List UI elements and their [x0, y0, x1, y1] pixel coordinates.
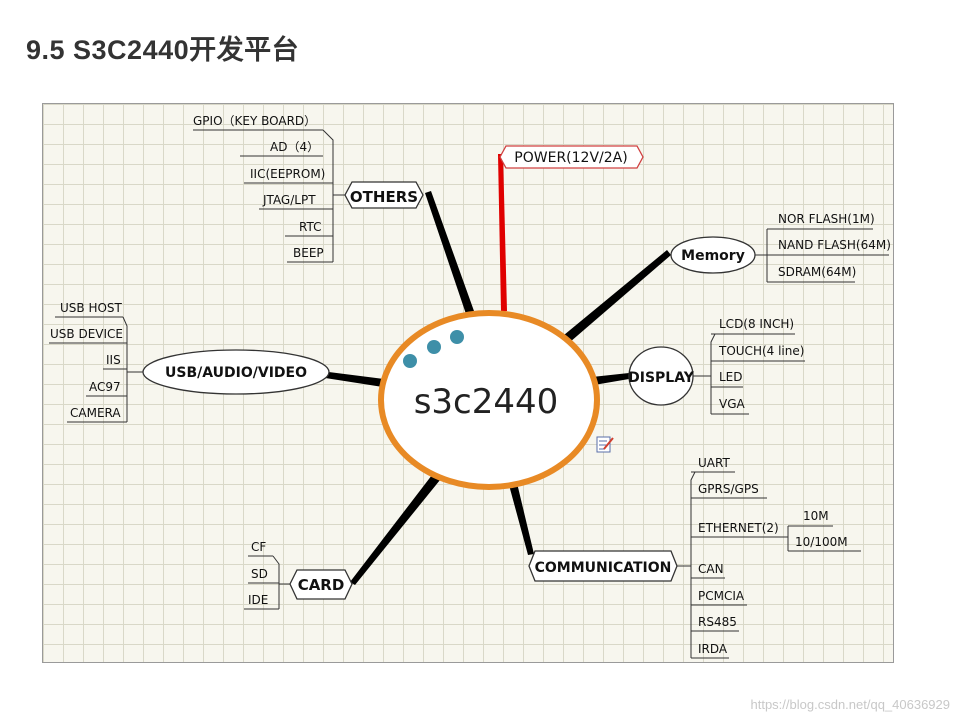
others-item: JTAG/LPT: [262, 193, 316, 207]
card-item: CF: [251, 540, 266, 554]
card-node[interactable]: CARD: [289, 569, 353, 600]
memory-item: NAND FLASH(64M): [778, 238, 891, 252]
power-node[interactable]: POWER(12V/2A): [499, 145, 644, 169]
others-node[interactable]: OTHERS: [344, 181, 424, 209]
others-item: RTC: [299, 220, 321, 234]
usb-item: USB DEVICE: [50, 327, 123, 341]
card-item: SD: [251, 567, 268, 581]
usb-leaves: [49, 316, 143, 423]
communication-item: UART: [698, 456, 730, 470]
others-label: OTHERS: [350, 188, 418, 206]
others-item: BEEP: [293, 246, 324, 260]
communication-leaves: [677, 471, 861, 659]
display-item: VGA: [719, 397, 746, 411]
mind-map: s3c2440 POWER(12V/2A) OTHERS GPIO（KEY BO…: [42, 103, 894, 663]
communication-item: RS485: [698, 615, 737, 629]
display-label: DISPLAY: [628, 370, 695, 386]
usb-item: CAMERA: [70, 406, 121, 420]
card-item: IDE: [248, 593, 268, 607]
others-item: GPIO（KEY BOARD）: [193, 114, 316, 128]
memory-item: SDRAM(64M): [778, 265, 856, 279]
branch-memory: [564, 250, 671, 342]
branch-display: [592, 373, 629, 385]
center-node[interactable]: [378, 310, 600, 490]
communication-item: IRDA: [698, 642, 728, 656]
usb-item: USB HOST: [60, 301, 123, 315]
display-item: LCD(8 INCH): [719, 317, 794, 331]
display-item: TOUCH(4 line): [718, 344, 804, 358]
display-node[interactable]: DISPLAY: [628, 346, 695, 406]
center-dot-icon: [427, 340, 441, 354]
communication-item: ETHERNET(2): [698, 521, 779, 535]
display-item: LED: [719, 370, 743, 384]
usb-label: USB/AUDIO/VIDEO: [165, 365, 307, 381]
center-dot-icon: [450, 330, 464, 344]
others-leaves: [193, 129, 345, 263]
branch-card: [350, 475, 440, 585]
others-item: AD（4）: [270, 140, 319, 154]
usb-node[interactable]: USB/AUDIO/VIDEO: [142, 349, 330, 395]
display-leaves: [693, 333, 805, 415]
communication-item: GPRS/GPS: [698, 482, 759, 496]
memory-label: Memory: [681, 248, 745, 264]
page-title: 9.5 S3C2440开发平台: [26, 35, 300, 65]
ethernet-sub-item: 10/100M: [795, 535, 848, 549]
power-label: POWER(12V/2A): [514, 150, 627, 166]
communication-node[interactable]: COMMUNICATION: [528, 550, 678, 582]
branch-others: [425, 191, 474, 314]
usb-item: AC97: [89, 380, 121, 394]
memory-item: NOR FLASH(1M): [778, 212, 875, 226]
card-label: CARD: [298, 576, 345, 594]
communication-label: COMMUNICATION: [535, 560, 672, 576]
mind-map-canvas: s3c2440 POWER(12V/2A) OTHERS GPIO（KEY BO…: [49, 114, 891, 659]
others-item: IIC(EEPROM): [250, 167, 325, 181]
watermark: https://blog.csdn.net/qq_40636929: [750, 697, 951, 712]
center-label: s3c2440: [414, 382, 559, 422]
center-dot-icon: [403, 354, 417, 368]
memory-leaves: [755, 228, 889, 283]
communication-item: PCMCIA: [698, 589, 745, 603]
card-leaves: [244, 555, 290, 610]
branch-communication: [509, 483, 534, 555]
usb-item: IIS: [106, 353, 121, 367]
note-icon[interactable]: [596, 436, 614, 453]
branch-power: [498, 154, 507, 312]
communication-item: CAN: [698, 562, 724, 576]
ethernet-sub-item: 10M: [803, 509, 829, 523]
memory-node[interactable]: Memory: [670, 236, 756, 274]
